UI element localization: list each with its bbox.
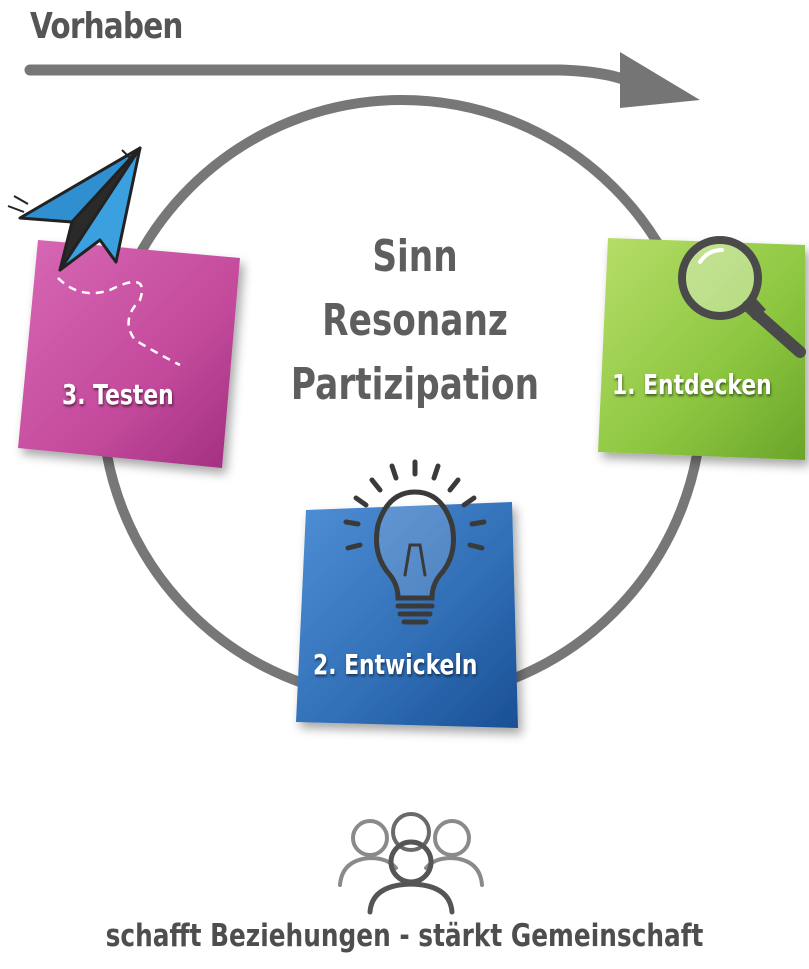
- center-values: Sinn Resonanz Partizipation: [286, 225, 543, 417]
- vorhaben-arrow-head: [620, 52, 700, 108]
- people-group-icon: [338, 812, 484, 915]
- center-value-resonanz: Resonanz: [322, 295, 508, 346]
- step-label-entwickeln: 2. Entwickeln: [313, 648, 478, 681]
- magnifier-icon: [678, 236, 806, 358]
- center-value-sinn: Sinn: [372, 231, 458, 282]
- step-label-testen: 3. Testen: [62, 378, 174, 411]
- flight-path-dashes: [57, 277, 181, 367]
- lightbulb-icon: [343, 459, 487, 625]
- page-title: Vorhaben: [30, 6, 183, 47]
- paper-plane-icon: [7, 146, 142, 272]
- step-note-testen: [18, 240, 240, 468]
- vorhaben-arrow-line: [24, 64, 646, 94]
- center-value-partizipation: Partizipation: [290, 359, 540, 410]
- footer-caption: schafft Beziehungen - stärkt Gemeinschaf…: [105, 918, 704, 954]
- step-label-entdecken: 1. Entdecken: [612, 368, 772, 401]
